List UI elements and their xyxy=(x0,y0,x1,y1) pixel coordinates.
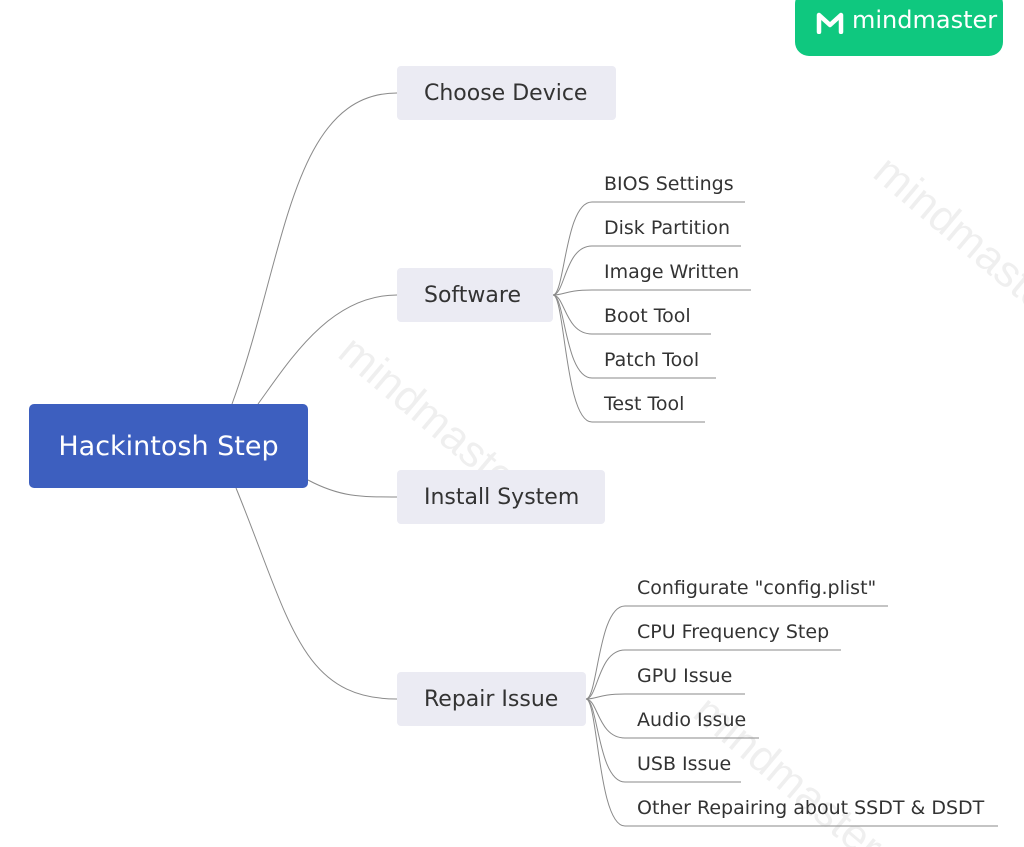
connector-software-leaf xyxy=(552,294,711,335)
connector-repair-leaf xyxy=(585,605,888,700)
connector-root-software xyxy=(257,294,398,405)
subtopic-patch-tool[interactable]: Patch Tool xyxy=(604,349,700,371)
connector-root-install-system xyxy=(307,479,398,498)
subtopic-audio-issue[interactable]: Audio Issue xyxy=(637,709,747,731)
topic-install-system[interactable]: Install System xyxy=(397,470,605,524)
connector-repair-leaf xyxy=(585,698,759,739)
connector-root-repair-issue xyxy=(235,487,398,700)
connector-repair-leaf xyxy=(585,693,745,700)
subtopic-disk-partition[interactable]: Disk Partition xyxy=(604,217,731,239)
topic-repair-issue[interactable]: Repair Issue xyxy=(397,672,586,726)
subtopic-test-tool[interactable]: Test Tool xyxy=(604,393,685,415)
subtopic-other-repairing[interactable]: Other Repairing about SSDT & DSDT xyxy=(637,797,985,819)
topic-choose-device[interactable]: Choose Device xyxy=(397,66,616,120)
brand-name: mindmaster xyxy=(852,6,998,34)
subtopic-gpu-issue[interactable]: GPU Issue xyxy=(637,665,733,687)
connector-software-leaf xyxy=(552,289,751,296)
connector-repair-leaf xyxy=(585,698,998,827)
connector-software-leaf xyxy=(552,245,741,296)
subtopic-configurate-config-plist[interactable]: Configurate "config.plist" xyxy=(637,577,877,599)
topic-software[interactable]: Software xyxy=(397,268,553,322)
subtopic-boot-tool[interactable]: Boot Tool xyxy=(604,305,691,327)
connector-software-leaf xyxy=(552,294,705,423)
subtopic-bios-settings[interactable]: BIOS Settings xyxy=(604,173,734,195)
mindmaster-brand-badge[interactable]: mindmaster xyxy=(795,0,1003,56)
subtopic-cpu-frequency-step[interactable]: CPU Frequency Step xyxy=(637,621,830,643)
connector-root-choose-device xyxy=(231,92,398,405)
topic-label: Install System xyxy=(424,484,580,510)
root-topic-hackintosh-step[interactable]: Hackintosh Step xyxy=(29,404,308,488)
topic-label: Software xyxy=(424,282,521,308)
connector-repair-leaf xyxy=(585,698,741,783)
connector-repair-leaf xyxy=(585,649,841,700)
topic-label: Choose Device xyxy=(424,80,588,106)
mindmaster-logo-icon xyxy=(816,12,844,38)
subtopic-usb-issue[interactable]: USB Issue xyxy=(637,753,732,775)
topic-label: Repair Issue xyxy=(424,686,559,712)
connector-software-leaf xyxy=(552,294,716,379)
connector-software-leaf xyxy=(552,201,745,296)
root-topic-label: Hackintosh Step xyxy=(58,430,279,462)
subtopic-image-written[interactable]: Image Written xyxy=(604,261,740,283)
